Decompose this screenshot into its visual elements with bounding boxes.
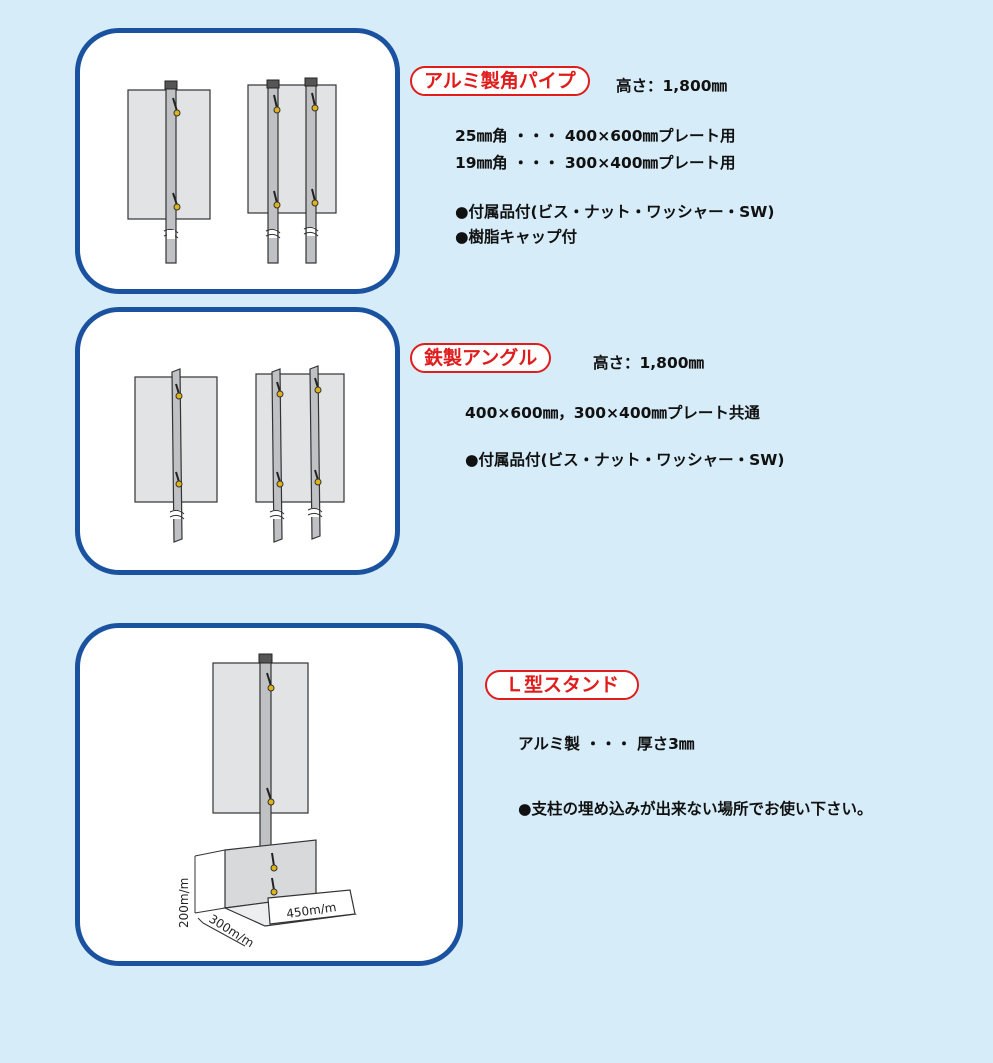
aluminum-pipe-spec-19: 19㎜角 ・・・ 300×400㎜プレート用	[455, 154, 736, 172]
l-stand-spec: アルミ製 ・・・ 厚さ3㎜	[518, 735, 695, 753]
aluminum-pipe-spec-25: 25㎜角 ・・・ 400×600㎜プレート用	[455, 127, 736, 145]
l-stand-tag: Ｌ型スタンド	[485, 670, 640, 700]
l-stand-usage-note: ●支柱の埋め込みが出来ない場所でお使い下さい。	[518, 800, 873, 818]
steel-angle-accessories-note: ●付属品付(ビス・ナット・ワッシャー・SW)	[465, 451, 785, 469]
steel-angle-illustration	[134, 365, 345, 543]
steel-angle-illustration-panel	[75, 307, 400, 575]
aluminum-pipe-illustration	[127, 77, 337, 264]
aluminum-pipe-accessories-note: ●付属品付(ビス・ナット・ワッシャー・SW)	[455, 203, 775, 221]
steel-angle-spec: 400×600㎜，300×400㎜プレート共通	[465, 404, 760, 422]
l-stand-illustration-panel: 200m/m 300m/m 450m/m	[75, 623, 463, 966]
steel-angle-height: 高さ：1,800㎜	[593, 354, 705, 372]
aluminum-pipe-cap-note: ●樹脂キャップ付	[455, 228, 578, 246]
aluminum-pipe-illustration-panel	[75, 28, 400, 294]
aluminum-pipe-height: 高さ：1,800㎜	[616, 77, 728, 95]
dimension-width-label: 450m/m	[285, 900, 337, 921]
l-stand-illustration: 200m/m 300m/m 450m/m	[177, 653, 358, 950]
steel-angle-tag: 鉄製アングル	[410, 343, 552, 373]
dimension-height-label: 200m/m	[177, 878, 191, 928]
aluminum-pipe-tag: アルミ製角パイプ	[410, 66, 590, 96]
